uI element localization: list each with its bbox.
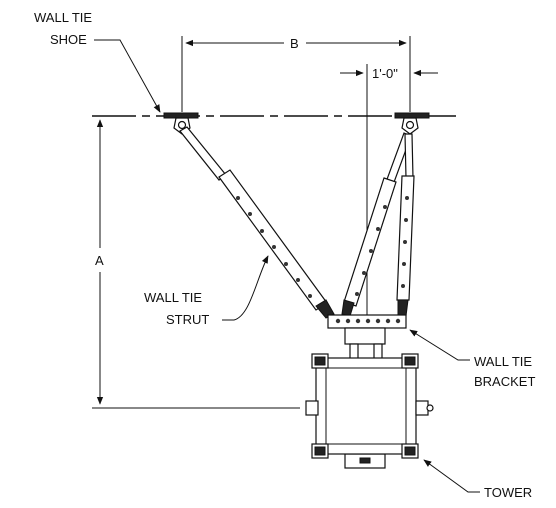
wall-tie-shoe-right bbox=[394, 112, 430, 135]
label-wall-tie-shoe: WALL TIE SHOE bbox=[34, 10, 161, 113]
label-wall-tie-bracket-line2: BRACKET bbox=[474, 374, 535, 389]
label-tower: TOWER bbox=[423, 459, 532, 500]
label-wall-tie-bracket-line1: WALL TIE bbox=[474, 354, 532, 369]
dim-a-label: A bbox=[95, 253, 104, 268]
label-wall-tie-strut: WALL TIE STRUT bbox=[144, 255, 269, 327]
label-wall-tie-bracket: WALL TIE BRACKET bbox=[409, 329, 535, 389]
wall-tie-strut-right-vertical bbox=[396, 133, 415, 317]
label-wall-tie-strut-line2: STRUT bbox=[166, 312, 209, 327]
label-wall-tie-strut-line1: WALL TIE bbox=[144, 290, 202, 305]
dim-offset-label: 1'-0" bbox=[372, 66, 398, 81]
label-wall-tie-shoe-line1: WALL TIE bbox=[34, 10, 92, 25]
tower bbox=[305, 353, 434, 459]
dim-b-label: B bbox=[290, 36, 299, 51]
label-wall-tie-shoe-line2: SHOE bbox=[50, 32, 87, 47]
wall-tie-strut-left bbox=[179, 126, 335, 319]
label-tower-text: TOWER bbox=[484, 485, 532, 500]
